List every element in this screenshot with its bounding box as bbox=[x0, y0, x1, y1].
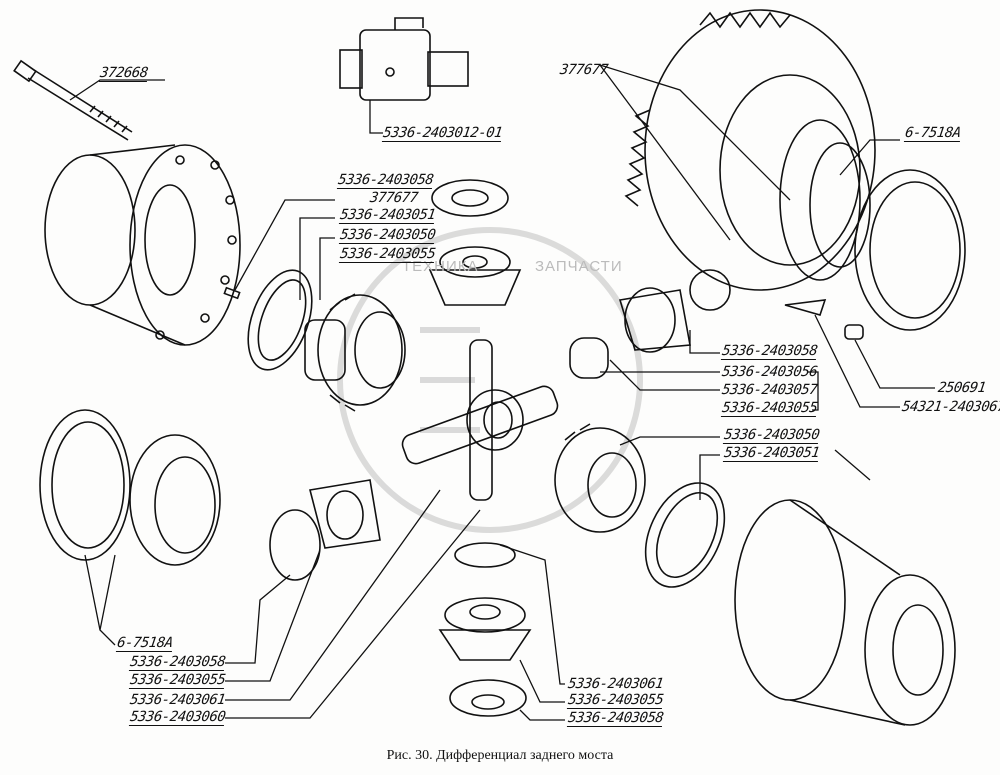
label-bolt: 372668 bbox=[98, 65, 149, 82]
pinion-bottom-part bbox=[438, 597, 532, 661]
tapered-bearing-bottom-part bbox=[129, 434, 221, 566]
label-bearing-bottom: 6-7518A bbox=[115, 635, 174, 652]
pinion-top-part bbox=[428, 246, 522, 306]
label-spider-assembly: 5336-2403012-01 bbox=[381, 125, 504, 142]
label-lower-right-1: 5336-2403061 bbox=[566, 676, 665, 692]
label-right-group-3: 5336-2403057 bbox=[720, 382, 819, 398]
label-upper-left-3: 5336-2403051 bbox=[338, 207, 437, 224]
label-lower-right-3: 5336-2403058 bbox=[566, 710, 665, 727]
bolt-part bbox=[13, 59, 133, 141]
washer-bottom-part bbox=[449, 679, 527, 717]
crown-wheel-part bbox=[624, 9, 876, 311]
label-right-group-2: 5336-2403056 bbox=[720, 364, 819, 380]
thrust-washer-part bbox=[431, 179, 509, 217]
label-right-lower-2: 5336-2403051 bbox=[722, 445, 821, 462]
gasket-right-part bbox=[644, 482, 726, 588]
washer-left-part bbox=[269, 509, 321, 581]
left-case-half-part bbox=[44, 144, 241, 346]
bearing-race-bottom-part bbox=[39, 409, 131, 561]
label-plate: 250691 bbox=[936, 380, 987, 396]
label-lower-right-2: 5336-2403055 bbox=[566, 692, 665, 709]
label-lower-left-1: 5336-2403058 bbox=[128, 654, 227, 671]
label-right-lower-1: 5336-2403050 bbox=[722, 427, 821, 444]
label-lower-left-2: 5336-2403055 bbox=[128, 672, 227, 689]
pin-part bbox=[223, 286, 241, 300]
label-lower-left-4: 5336-2403060 bbox=[128, 709, 227, 726]
spider-assembly-part bbox=[339, 17, 469, 101]
label-lock: 54321-2403067 bbox=[900, 399, 1000, 415]
tapered-bearing-top-part bbox=[779, 119, 871, 281]
label-bearing-top: 6-7518A bbox=[903, 125, 962, 142]
label-upper-left-2: 377677 bbox=[368, 190, 419, 206]
lock-plate-part bbox=[784, 299, 827, 316]
label-upper-left-1: 5336-2403058 bbox=[336, 172, 435, 189]
label-lower-left-3: 5336-2403061 bbox=[128, 692, 227, 708]
pinion-left-part bbox=[309, 479, 381, 549]
label-right-group-4: 5336-2403055 bbox=[720, 400, 819, 417]
label-right-group-1: 5336-2403058 bbox=[720, 343, 819, 360]
bushing-part bbox=[569, 337, 609, 379]
side-gear-right-part bbox=[554, 423, 646, 533]
watermark-text-right: ЗАПЧАСТИ bbox=[535, 258, 623, 275]
spider-cross-part bbox=[401, 339, 559, 501]
bearing-race-top-part bbox=[854, 169, 966, 331]
side-gear-left-part bbox=[304, 293, 406, 412]
figure-caption: Рис. 30. Дифференциал заднего моста bbox=[386, 748, 614, 763]
right-case-half-part bbox=[734, 499, 956, 726]
washer-center-part bbox=[454, 542, 516, 568]
watermark-text-left: ТЕХНИКА bbox=[402, 258, 479, 275]
label-pin-top: 377677 bbox=[558, 62, 609, 78]
label-upper-left-5: 5336-2403055 bbox=[338, 246, 437, 263]
leader-lines bbox=[69, 64, 935, 721]
gasket-part bbox=[247, 269, 313, 371]
lock-nut-part bbox=[844, 324, 864, 340]
label-upper-left-4: 5336-2403050 bbox=[338, 227, 437, 244]
